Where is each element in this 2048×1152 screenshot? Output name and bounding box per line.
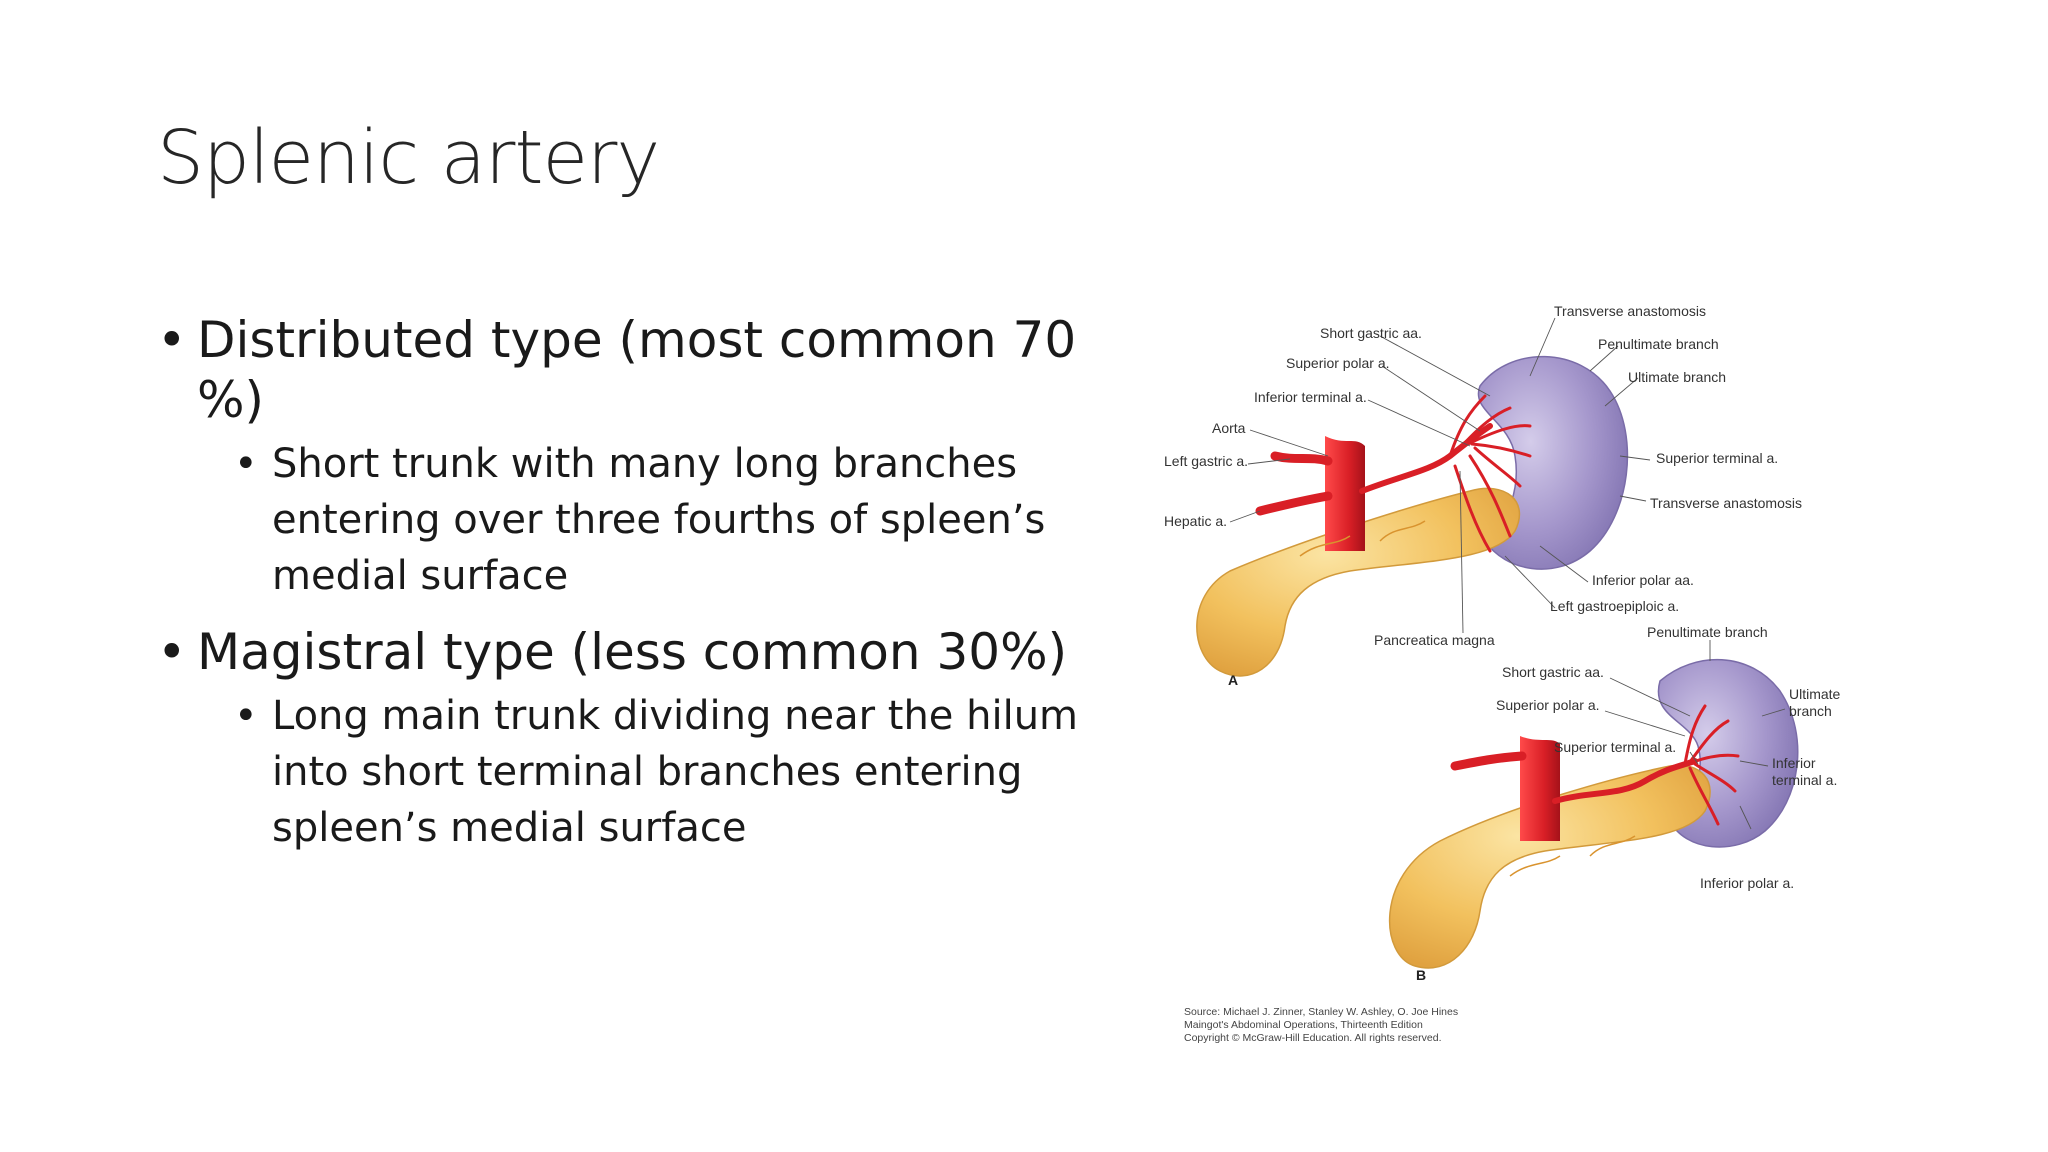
label-superior-terminal-b: Superior terminal a. (1554, 739, 1676, 755)
source-credit: Source: Michael J. Zinner, Stanley W. As… (1184, 1006, 1458, 1044)
bullet-dot: • (234, 693, 258, 739)
label-superior-polar-b: Superior polar a. (1496, 697, 1600, 713)
label-pancreatica-magna: Pancreatica magna (1374, 632, 1495, 648)
panel-letter-b: B (1416, 967, 1426, 983)
label-inferior-terminal-a: Inferior terminal a. (1254, 389, 1367, 405)
label-superior-polar-a: Superior polar a. (1286, 355, 1390, 371)
source-line: Copyright © McGraw-Hill Education. All r… (1184, 1032, 1442, 1044)
bullet-group-magistral: • Magistral type (less common 30%) • Lon… (157, 622, 1147, 856)
aorta-b (1520, 736, 1560, 841)
label-transverse-anastomosis: Transverse anastomosis (1650, 495, 1802, 511)
sub-bullet-magistral: • Long main trunk dividing near the hilu… (234, 688, 1147, 856)
pancreatic-vessels-b (1509, 835, 1636, 877)
label-left-gastroepiploic: Left gastroepiploic a. (1550, 598, 1679, 614)
label-penultimate-a: Penultimate branch (1598, 336, 1719, 352)
label-ultimate-b-line1: Ultimate (1789, 686, 1841, 702)
label-aorta: Aorta (1212, 420, 1246, 436)
bullet-text: Distributed type (most common 70 %) (197, 311, 1077, 429)
panel-b: Penultimate branch Short gastric aa. Ult… (1388, 624, 1841, 983)
label-short-gastric-b: Short gastric aa. (1502, 664, 1604, 680)
label-left-gastric: Left gastric a. (1164, 453, 1248, 469)
bullet-dot: • (234, 441, 258, 487)
leader-lines-b (1604, 640, 1786, 830)
splenic-trunk-b (1552, 758, 1698, 804)
bullet-magistral-type: • Magistral type (less common 30%) (157, 622, 1147, 682)
splenic-branches-a (1448, 394, 1532, 553)
label-inferior-terminal-b-line1: Inferior (1772, 755, 1816, 771)
pancreas-b (1388, 764, 1711, 969)
pancreatic-vessels-a (1299, 520, 1426, 557)
pancreas-a (1196, 487, 1521, 677)
splenic-artery-figure: Transverse anastomosis Short gastric aa.… (1150, 296, 1940, 1066)
label-ultimate-b-line2: branch (1789, 703, 1832, 719)
label-hepatic: Hepatic a. (1164, 513, 1227, 529)
bullet-dot: • (157, 311, 187, 369)
source-line: Source: Michael J. Zinner, Stanley W. As… (1184, 1006, 1458, 1018)
bullet-group-distributed: • Distributed type (most common 70 %) • … (157, 310, 1147, 604)
label-inferior-terminal-b-line2: terminal a. (1772, 772, 1837, 788)
label-transverse-anastomosis-top: Transverse anastomosis (1554, 303, 1706, 319)
sub-bullet-distributed: • Short trunk with many long branches en… (234, 436, 1147, 604)
sub-bullet-text: Short trunk with many long branches ente… (272, 441, 1046, 599)
panel-a: Transverse anastomosis Short gastric aa.… (1164, 303, 1802, 688)
label-ultimate-a: Ultimate branch (1628, 369, 1726, 385)
label-penultimate-b: Penultimate branch (1647, 624, 1768, 640)
bullet-dot: • (157, 623, 187, 681)
left-gastric-artery-a (1270, 451, 1333, 466)
bullet-text: Magistral type (less common 30%) (197, 623, 1068, 681)
sub-bullet-text: Long main trunk dividing near the hilum … (272, 693, 1079, 851)
label-inferior-polar-aa: Inferior polar aa. (1592, 572, 1694, 588)
label-inferior-polar-b: Inferior polar a. (1700, 875, 1794, 891)
slide-title: Splenic artery (157, 115, 660, 201)
left-gastric-artery-b (1450, 751, 1527, 771)
panel-letter-a: A (1228, 672, 1238, 688)
aorta-a (1325, 436, 1365, 551)
bullet-list: • Distributed type (most common 70 %) • … (157, 310, 1147, 856)
hepatic-artery-a (1255, 491, 1333, 516)
bullet-distributed-type: • Distributed type (most common 70 %) (157, 310, 1147, 430)
label-short-gastric-a: Short gastric aa. (1320, 325, 1422, 341)
leader-lines-a (1229, 317, 1651, 634)
source-line: Maingot's Abdominal Operations, Thirteen… (1184, 1019, 1423, 1031)
label-superior-terminal-a: Superior terminal a. (1656, 450, 1778, 466)
